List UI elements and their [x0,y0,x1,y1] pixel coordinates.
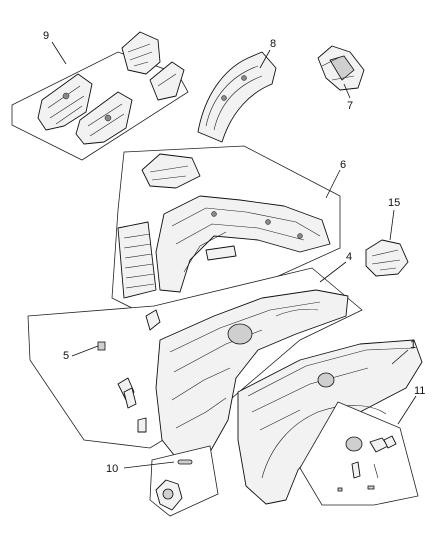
callout-11: 11 [414,385,425,397]
callout-10: 10 [106,463,118,475]
callout-6: 6 [340,159,346,171]
callout-9: 9 [43,30,49,42]
group-10-panel [149,445,219,517]
group-11-panel [299,401,419,506]
leader-lines [51,41,417,469]
part-7-bracket [317,45,365,91]
part-8-wheel-arch [197,51,277,143]
callout-4: 4 [346,251,352,263]
callout-7: 7 [347,100,353,112]
group-9-panel [11,31,189,161]
callout-labels: 9 8 7 6 15 4 5 1 11 10 [43,30,425,475]
callout-15: 15 [388,197,400,209]
callout-5: 5 [63,350,69,362]
part-15 [365,239,409,277]
callout-8: 8 [270,38,276,50]
callout-1: 1 [410,339,416,351]
group-4-panel [27,267,363,461]
group-6-panel [111,145,341,313]
